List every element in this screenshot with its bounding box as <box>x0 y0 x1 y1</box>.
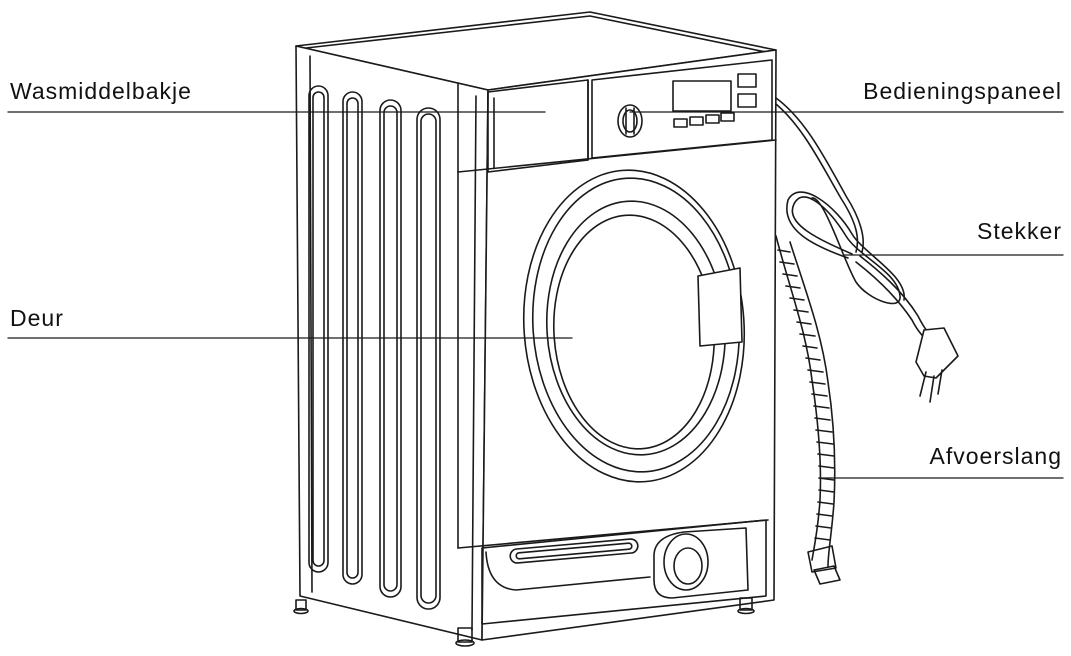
display-window <box>672 80 732 112</box>
label-plug: Stekker <box>977 218 1062 244</box>
label-drain-hose: Afvoerslang <box>929 443 1062 469</box>
label-detergent-drawer: Wasmiddelbakje <box>10 78 192 104</box>
filter-cover <box>653 527 749 599</box>
label-door: Deur <box>10 305 64 331</box>
plug <box>915 327 959 379</box>
label-control-panel: Bedieningspaneel <box>863 78 1062 104</box>
door <box>522 169 746 483</box>
side-ribs <box>308 85 441 610</box>
program-knob <box>617 104 643 138</box>
leader-lines <box>7 111 1064 479</box>
power-cord <box>775 97 959 403</box>
door-handle <box>697 267 743 347</box>
control-panel <box>591 59 773 159</box>
drain-hose <box>775 235 841 585</box>
machine-feet <box>293 597 755 647</box>
detergent-drawer <box>487 79 589 173</box>
service-plinth <box>481 519 767 625</box>
